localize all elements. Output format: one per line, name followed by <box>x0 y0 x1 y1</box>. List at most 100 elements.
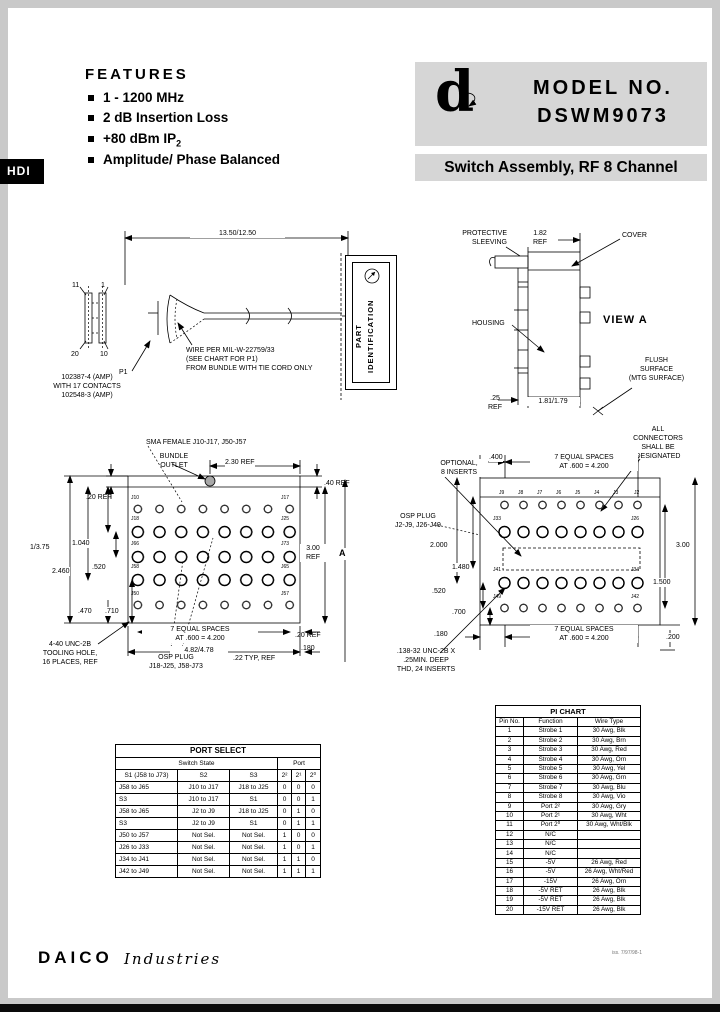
table-cell: 26 Awg, Blk <box>576 886 642 897</box>
table-cell: Port 2⁰ <box>523 820 578 831</box>
feature-item-text: +80 dBm IP <box>103 131 177 146</box>
part-identification-inner: PART IDENTIFICATION <box>352 262 390 383</box>
jack-label: J42 <box>631 594 640 600</box>
sma-female-label: SMA FEMALE J10-J17, J50-J57 <box>146 439 247 446</box>
table-cell: 26 Awg, Orn <box>576 876 642 888</box>
pin-label-11: 11 <box>72 282 80 289</box>
jack-label: J25 <box>281 516 290 522</box>
table-cell: Strobe 7 <box>523 782 578 794</box>
column-header: 2¹ <box>291 769 306 782</box>
jack-label: J73 <box>281 541 290 547</box>
model-heading: MODEL NO.DSWM9073 <box>503 74 703 130</box>
table-cell: Strobe 1 <box>523 726 578 737</box>
left-panel-connector-row-1 <box>127 503 301 515</box>
jack-label: J18 <box>131 516 140 522</box>
table-cell: S3 <box>115 793 178 806</box>
dim-180: .180 <box>301 645 315 652</box>
dim-300-right: 3.00 <box>676 541 690 551</box>
jack-label: J2 <box>634 490 640 496</box>
table-cell: Strobe 4 <box>523 754 578 765</box>
right-panel-connector-row-1 <box>495 499 647 511</box>
table-cell: 0 <box>291 829 306 842</box>
equal-spaces-top-note: 7 EQUAL SPACES AT .600 = 4.200 <box>530 453 638 472</box>
table-cell: J2 to J9 <box>177 805 230 818</box>
housing-label: HOUSING <box>472 320 505 327</box>
dim-2000: 2.000 <box>430 541 448 551</box>
jack-label: J65 <box>281 564 290 570</box>
dim-200: .200 <box>666 633 680 643</box>
osp-plug-note-right: OSP PLUG J2-J9, J26-J49 <box>395 513 441 530</box>
table-cell: Port 2¹ <box>523 810 578 822</box>
table-cell <box>576 839 642 850</box>
table-cell: J10 to J17 <box>177 781 230 794</box>
table-cell: 11 <box>495 820 524 831</box>
all-connectors-note: ALL CONNECTORS SHALL BE DESIGNATED <box>633 426 683 461</box>
feature-item: 2 dB Insertion Loss <box>103 110 229 125</box>
table-cell: 15 <box>495 857 524 869</box>
dim-710: .710 <box>105 607 119 617</box>
column-header: 2⁰ <box>304 769 322 782</box>
left-panel-connector-row-2 <box>127 523 301 541</box>
group-header-switch-state: Switch State <box>115 757 278 770</box>
footer-revision-note: iss. 7/97/98-1 <box>612 950 643 956</box>
osp-plug-note-left: OSP PLUG J18-J25, J58-J73 <box>149 654 203 671</box>
jack-label: J50 <box>131 591 140 597</box>
table-cell: 26 Awg, Blk <box>576 904 642 916</box>
table-cell: 30 Awg, Wht/Blk <box>576 820 642 831</box>
table-cell: J26 to J33 <box>115 841 178 854</box>
model-label: MODEL NO. <box>533 77 673 99</box>
left-panel-connector-row-5 <box>127 599 301 611</box>
table-cell: 30 Awg, Grn <box>576 773 642 784</box>
table-cell: -5V RET <box>523 886 578 897</box>
jack-label: J49 <box>493 594 502 600</box>
jack-label: J34 <box>631 567 640 573</box>
table-cell: J42 to J49 <box>115 865 178 878</box>
table-cell: 0 <box>304 853 322 866</box>
p1-label: P1 <box>119 369 128 376</box>
table-cell: -5V RET <box>523 895 578 906</box>
table-cell: Strobe 3 <box>523 745 578 756</box>
table-cell: N/C <box>523 839 578 850</box>
table-cell: 1 <box>277 829 292 842</box>
table-cell: Strobe 2 <box>523 735 578 747</box>
dim-230-ref: 2.30 REF <box>225 458 255 468</box>
dim-180-right: .180 <box>434 630 448 640</box>
page-bottom-bar <box>0 1004 720 1012</box>
jack-label: J66 <box>131 541 140 547</box>
jack-label: J3 <box>613 490 619 496</box>
table-cell: 1 <box>277 853 292 866</box>
table-cell: -5V <box>523 867 578 878</box>
column-header: S3 <box>229 769 278 782</box>
table-cell: 0 <box>277 781 292 794</box>
table-cell: 30 Awg, Blk <box>576 726 642 737</box>
bullet-square-icon <box>88 157 94 163</box>
table-cell: 16 <box>495 867 524 878</box>
bundle-outlet-label: BUNDLE OUTLET <box>159 453 189 470</box>
table-cell: S1 <box>229 817 278 830</box>
table-cell: Strobe 5 <box>523 763 578 775</box>
table-cell: Not Sel. <box>229 853 278 866</box>
right-panel-connector-row-2 <box>495 523 647 541</box>
port-select-title: PORT SELECT <box>114 744 322 758</box>
model-box: d MODEL NO.DSWM9073 <box>415 62 707 146</box>
jack-label: J7 <box>537 490 543 496</box>
footer-brand-industries: Industries <box>124 950 222 968</box>
dim-22-typ: .22 TYP, REF <box>233 655 276 662</box>
product-subtitle: Switch Assembly, RF 8 Channel <box>415 154 707 181</box>
pin-label-20: 20 <box>71 351 79 358</box>
table-cell: 7 <box>495 782 524 794</box>
table-cell: 17 <box>495 876 524 888</box>
dim-1040: 1.040 <box>72 539 90 549</box>
table-cell: 26 Awg, Red <box>576 857 642 869</box>
